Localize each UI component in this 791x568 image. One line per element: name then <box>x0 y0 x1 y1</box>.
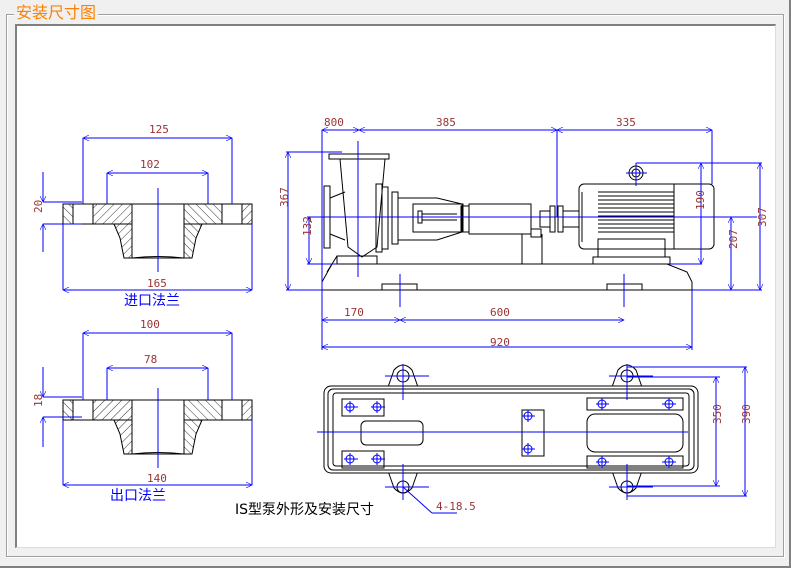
inlet-raised-face-label: 102 <box>140 158 160 171</box>
drawing-title: IS型泵外形及安装尺寸 <box>235 502 374 518</box>
inlet-bolt-circle-label: 125 <box>149 123 169 136</box>
outlet-flange-dimensions <box>43 333 252 485</box>
installation-drawing-group <box>6 14 784 557</box>
dim-335: 335 <box>616 116 636 129</box>
dim-207: 207 <box>727 229 740 249</box>
dim-920: 920 <box>490 336 510 349</box>
inlet-flange-caption: 进口法兰 <box>124 293 180 309</box>
dim-800: 800 <box>324 116 344 129</box>
dim-390: 390 <box>740 404 753 424</box>
side-view-dimensions <box>286 130 762 350</box>
pump-drawing: 125 102 165 20 进口法兰 <box>32 116 769 518</box>
dim-367: 367 <box>278 187 291 207</box>
base-plan-view <box>323 364 699 494</box>
inlet-flange-section <box>62 203 253 259</box>
dim-600: 600 <box>490 306 510 319</box>
pump-side-view <box>321 153 715 291</box>
bolt-holes-label: 4-18.5 <box>436 500 476 513</box>
group-title: 安装尺寸图 <box>14 3 99 22</box>
dim-350: 350 <box>711 404 724 424</box>
dim-385: 385 <box>436 116 456 129</box>
plan-view-bolt-markers <box>317 364 747 514</box>
outlet-outer-diameter-label: 140 <box>147 472 167 485</box>
drawing-canvas: 125 102 165 20 进口法兰 <box>15 24 776 548</box>
outlet-raised-face-label: 78 <box>144 353 157 366</box>
side-view-centerlines <box>307 141 757 307</box>
dim-132: 132 <box>301 216 314 236</box>
inlet-flange-dimensions <box>43 138 252 290</box>
outlet-bolt-circle-label: 100 <box>140 318 160 331</box>
dim-190: 190 <box>694 190 707 210</box>
dim-170: 170 <box>344 306 364 319</box>
outlet-thickness-label: 18 <box>32 394 45 407</box>
dim-307: 307 <box>756 207 769 227</box>
inlet-thickness-label: 20 <box>32 200 45 213</box>
inlet-outer-diameter-label: 165 <box>147 277 167 290</box>
outlet-flange-caption: 出口法兰 <box>110 488 166 504</box>
